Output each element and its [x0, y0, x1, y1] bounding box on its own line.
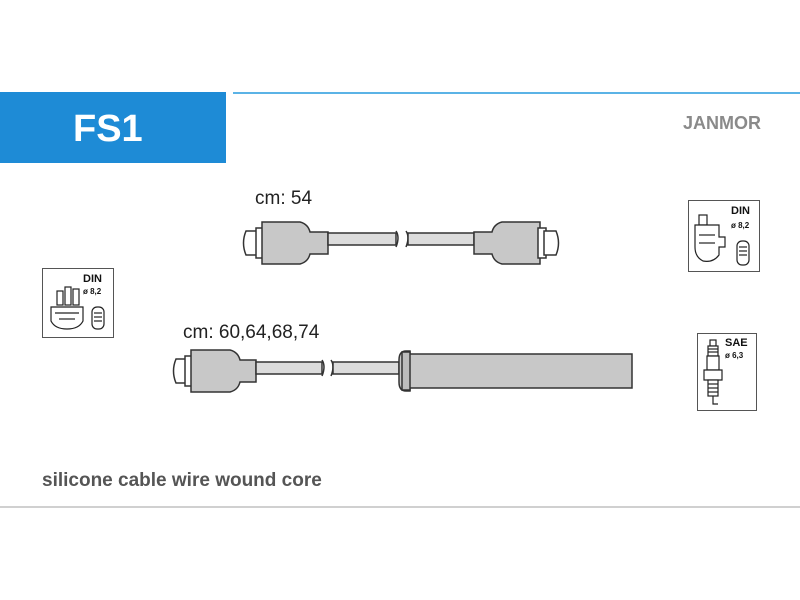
cable-1-right-terminal	[543, 230, 560, 256]
cable-1	[242, 221, 560, 265]
brand-name: JANMOR	[683, 113, 762, 133]
header-rule	[233, 92, 800, 94]
cable-1-length: cm: 54	[255, 188, 313, 209]
connector-badge-left: DIN ø 8,2	[42, 268, 114, 338]
cable-1-right-boot	[473, 221, 541, 265]
distributor-cap-icon	[694, 214, 750, 266]
connector-left-diameter: ø 8,2	[83, 287, 102, 296]
connector-right-bottom-diameter: ø 6,3	[725, 351, 744, 360]
code-banner	[0, 92, 226, 163]
connector-badge-right-bottom: SAE ø 6,3	[697, 333, 757, 411]
connector-left-standard: DIN	[83, 273, 102, 285]
spark-plug-icon	[703, 339, 723, 405]
cable-2	[172, 349, 633, 393]
product-code: FS1	[73, 108, 143, 150]
cable-1-left-boot	[261, 221, 329, 265]
footer-rule	[0, 506, 800, 508]
connector-right-bottom-standard: SAE	[725, 337, 748, 349]
cable-2-length: cm: 60,64,68,74	[183, 322, 320, 343]
cable-description: silicone cable wire wound core	[42, 470, 322, 491]
distributor-cap-icon	[50, 286, 105, 330]
connector-badge-right-top: DIN ø 8,2	[688, 200, 760, 272]
connector-right-top-diameter: ø 8,2	[731, 221, 750, 230]
cable-2-left-boot	[190, 349, 257, 393]
cable-2-straight-boot	[398, 350, 633, 392]
connector-right-top-standard: DIN	[731, 205, 750, 217]
